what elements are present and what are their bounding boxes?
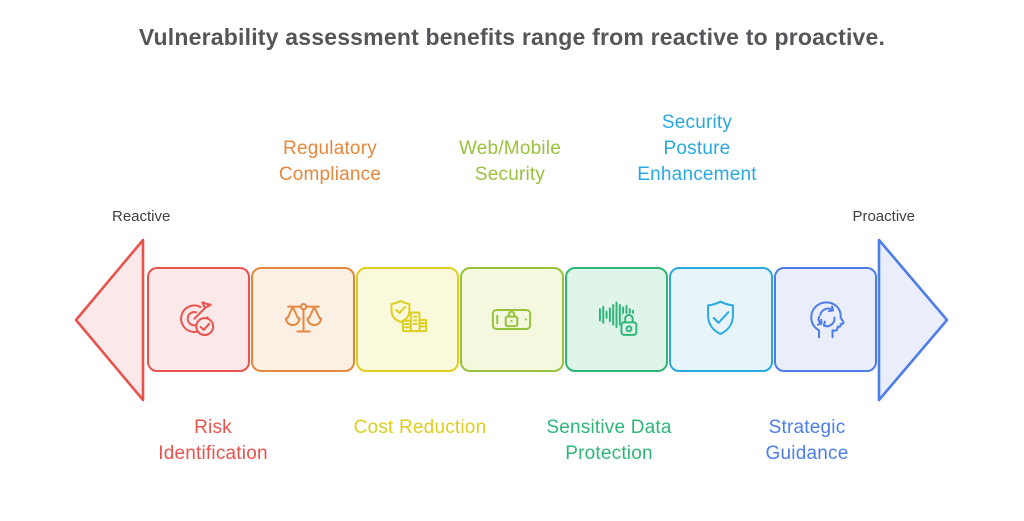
scales-icon bbox=[284, 303, 322, 333]
target-check-icon bbox=[180, 301, 215, 336]
segment-label-strategic-guidance: Strategic Guidance bbox=[765, 417, 849, 464]
left-arrowhead-icon bbox=[74, 238, 145, 402]
segment-risk-identification bbox=[147, 267, 251, 372]
shield-check-building-icon bbox=[390, 299, 428, 333]
segment-label-regulatory-compliance: Regulatory Compliance bbox=[278, 138, 382, 185]
proactive-label: Proactive bbox=[852, 208, 915, 225]
segments-band bbox=[147, 267, 877, 372]
segment-label-sensitive-data-protection: Sensitive Data Protection bbox=[546, 417, 672, 464]
head-cycle-icon bbox=[809, 301, 845, 339]
page-title: Vulnerability assessment benefits range … bbox=[138, 24, 886, 50]
segment-label-cost-reduction: Cost Reduction bbox=[353, 417, 487, 438]
segment-strategic-guidance bbox=[773, 267, 877, 372]
reactive-label: Reactive bbox=[112, 208, 171, 225]
segment-sensitive-data-protection bbox=[564, 267, 669, 372]
segment-label-web-mobile-security: Web/Mobile Security bbox=[459, 138, 561, 185]
segment-cost-reduction bbox=[355, 267, 460, 372]
segment-label-risk-identification: Risk Identification bbox=[158, 417, 268, 464]
waveform-lock-icon bbox=[598, 301, 638, 336]
mobile-lock-icon bbox=[492, 308, 532, 331]
right-arrowhead-icon bbox=[877, 238, 949, 402]
segment-regulatory-compliance bbox=[251, 267, 355, 372]
shield-check-icon bbox=[707, 300, 735, 335]
segment-label-security-posture-enhancement: Security Posture Enhancement bbox=[637, 112, 757, 185]
segment-web-mobile-security bbox=[460, 267, 564, 372]
segment-security-posture-enhancement bbox=[669, 267, 773, 372]
